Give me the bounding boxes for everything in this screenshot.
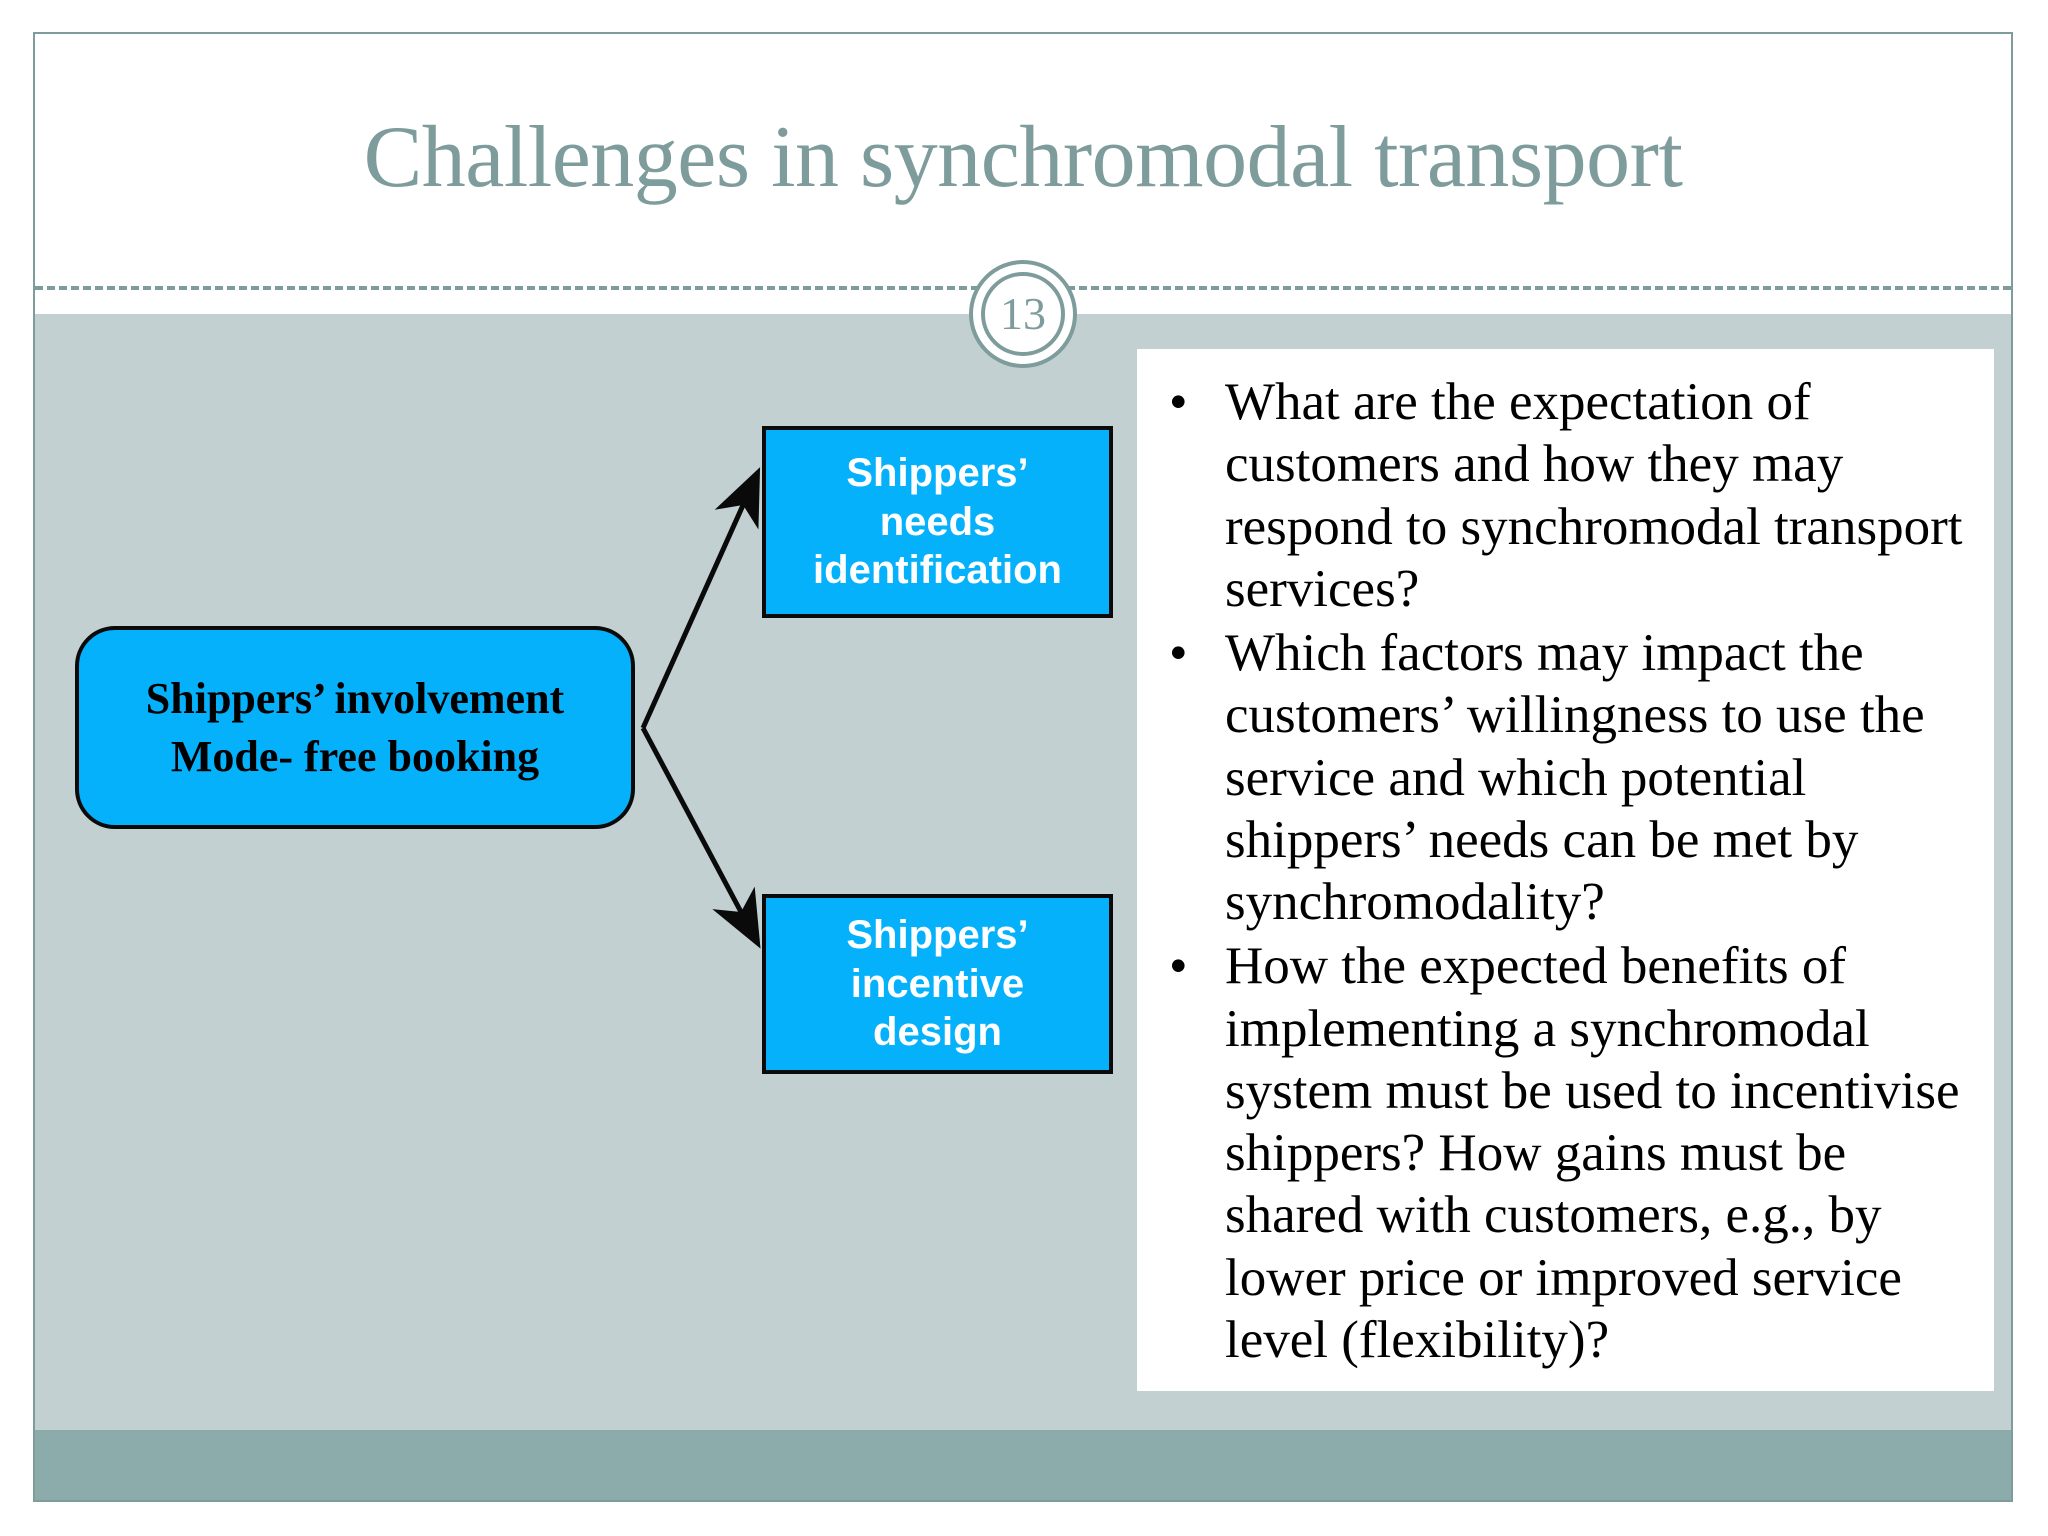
flow-box-shippers-needs-identification[interactable]: Shippers’ needs identification [762,426,1113,618]
flow-box-shippers-incentive-design-label: Shippers’ incentive design [846,912,1029,1055]
connector-to-incentive-box [640,726,761,949]
list-item: • What are the expectation of customers … [1155,371,1968,620]
flow-box-shippers-involvement-label: Shippers’ involvement Mode- free booking [145,674,565,781]
list-item: • How the expected benefits of implement… [1155,935,1968,1371]
flow-diagram: Shippers’ involvement Mode- free booking… [35,314,1145,1434]
bullet-list: • What are the expectation of customers … [1155,371,1968,1371]
content-band: Shippers’ involvement Mode- free booking… [35,314,2011,1430]
slide-number-text: 13 [1000,288,1046,339]
flow-box-shippers-incentive-design[interactable]: Shippers’ incentive design [762,894,1113,1074]
badge-inner-ring-icon [981,272,1065,356]
bullet-marker-icon: • [1169,937,1188,996]
footer-band [35,1430,2011,1500]
slide-number-badge: 13 [969,260,1077,368]
bullet-marker-icon: • [1169,624,1188,683]
flow-box-shippers-needs-identification-label: Shippers’ needs identification [813,450,1062,593]
slide-canvas: Challenges in synchromodal transport 13 [33,32,2013,1502]
list-item: • Which factors may impact the customers… [1155,622,1968,933]
list-item-text: How the expected benefits of implementin… [1225,937,1960,1369]
connector-layer [640,467,761,949]
bullet-panel: • What are the expectation of customers … [1137,349,1994,1391]
page-title: Challenges in synchromodal transport [363,109,1683,206]
list-item-text: What are the expectation of customers an… [1225,373,1963,618]
flow-box-shippers-involvement[interactable]: Shippers’ involvement Mode- free booking [75,626,635,829]
bullet-marker-icon: • [1169,373,1188,431]
list-item-text: Which factors may impact the customers’ … [1225,624,1925,932]
connector-to-needs-box [640,467,761,730]
